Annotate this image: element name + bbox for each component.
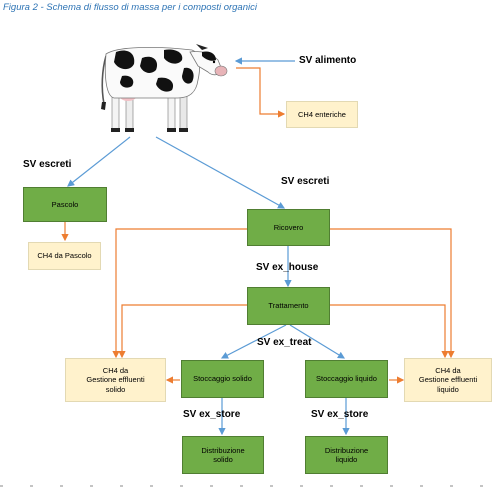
label-sv-ex-house: SV ex_house <box>256 262 319 273</box>
arrow-ricovero-to-ch4-solido <box>112 228 248 359</box>
arrow-trattamento-to-ch4-liquido <box>330 304 449 359</box>
box-ch4-pascolo: CH4 da Pascolo <box>28 242 101 270</box>
box-ricovero: Ricovero <box>247 209 330 246</box>
box-distribuzione-liquido-line1: Distribuzione <box>324 445 369 455</box>
arrow-trattamento-to-stoccaggio-solido <box>220 324 287 359</box>
box-stoccaggio-solido: Stoccaggio solido <box>181 360 264 398</box>
box-ch4-gestione-liquido: CH4 da Gestione effluenti liquido <box>404 358 492 402</box>
page-bottom-divider <box>0 485 500 487</box>
box-stoccaggio-liquido-text: Stoccaggio liquido <box>316 374 377 384</box>
label-sv-escreti-left: SV escreti <box>23 159 72 170</box>
box-trattamento: Trattamento <box>247 287 330 325</box>
box-ricovero-text: Ricovero <box>273 222 304 232</box>
label-sv-escreti-right: SV escreti <box>281 176 330 187</box>
arrow-trattamento-to-ch4-solido <box>118 304 248 359</box>
arrow-cow-to-pascolo <box>67 136 131 187</box>
box-ch4-liquido-line1: CH4 da <box>435 365 461 375</box>
label-sv-ex-store-right: SV ex_store <box>311 409 369 420</box>
figure-caption: Figura 2 - Schema di flusso di massa per… <box>3 2 257 13</box>
box-ch4-solido-line1: CH4 da <box>102 365 129 375</box>
box-pascolo: Pascolo <box>23 187 107 222</box>
box-ch4-enteriche-text: CH4 enteriche <box>298 109 346 119</box>
box-distribuzione-liquido-line2: liquido <box>335 455 358 464</box>
arrow-ch4-enteriche <box>236 67 286 118</box>
box-ch4-pascolo-text: CH4 da Pascolo <box>37 251 92 261</box>
box-stoccaggio-liquido: Stoccaggio liquido <box>305 360 388 398</box>
label-sv-ex-treat: SV ex_treat <box>257 337 312 348</box>
arrow-trattamento-to-stoccaggio-liquido <box>289 324 346 359</box>
box-distribuzione-solido: Distribuzione solido <box>182 436 264 474</box>
box-distribuzione-solido-line1: Distribuzione <box>201 445 245 455</box>
box-pascolo-text: Pascolo <box>51 199 79 209</box>
cow-illustration <box>101 44 228 132</box>
box-ch4-solido-line3: solido <box>105 384 126 394</box>
box-ch4-enteriche: CH4 enteriche <box>286 101 358 128</box>
label-sv-ex-store-left: SV ex_store <box>183 409 241 420</box>
box-trattamento-text: Trattamento <box>268 301 309 311</box>
box-distribuzione-solido-line2: solido <box>213 455 233 464</box>
box-stoccaggio-solido-text: Stoccaggio solido <box>193 374 252 384</box>
box-ch4-gestione-solido: CH4 da Gestione effluenti solido <box>65 358 166 402</box>
arrow-cow-to-ricovero <box>155 136 286 209</box>
box-distribuzione-liquido: Distribuzione liquido <box>305 436 388 474</box>
box-ch4-liquido-line3: liquido <box>437 384 459 394</box>
label-sv-alimento: SV alimento <box>299 55 357 66</box>
box-ch4-solido-line2: Gestione effluenti <box>86 375 145 385</box>
box-ch4-liquido-line2: Gestione effluenti <box>418 375 478 385</box>
arrow-ricovero-to-ch4-liquido <box>330 228 455 359</box>
